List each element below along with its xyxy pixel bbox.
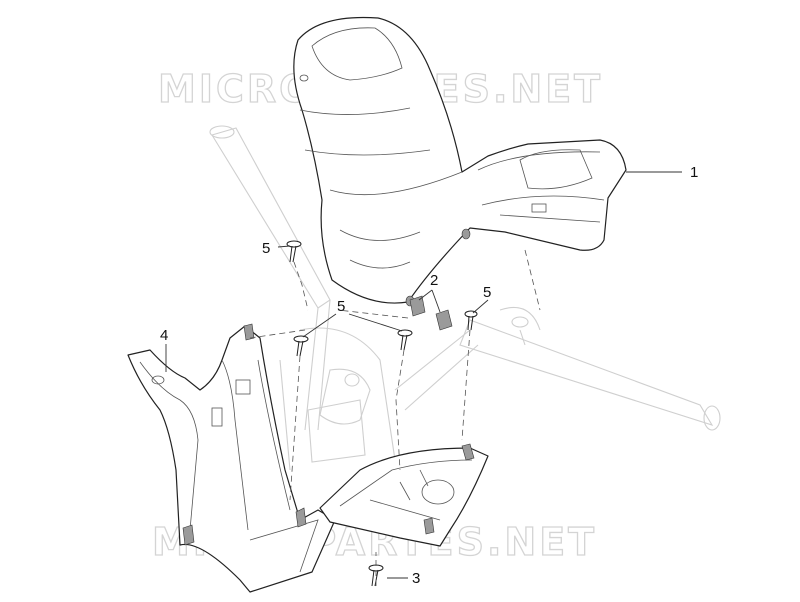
clip-right (435, 309, 453, 331)
part-1-upper-handlebar-cover (293, 16, 627, 307)
callout-part-5-right: 5 (483, 284, 491, 301)
callout-part-4: 4 (160, 327, 168, 344)
callout-part-5-left: 5 (262, 240, 270, 257)
clip-left (409, 295, 426, 317)
handlebar-frame-ghost (209, 125, 721, 471)
lower-right-tray (319, 443, 489, 547)
screw-b (293, 335, 309, 357)
assembly-dashed-lines (249, 249, 541, 586)
screw-c (397, 329, 413, 351)
callout-part-3: 3 (412, 570, 420, 587)
leader-lines (165, 171, 682, 579)
part-4-lower-left-cover (127, 323, 336, 593)
screw-a (286, 240, 302, 263)
callout-part-5-center: 5 (337, 298, 345, 315)
callout-part-1: 1 (690, 164, 698, 181)
callout-part-2: 2 (430, 272, 438, 289)
